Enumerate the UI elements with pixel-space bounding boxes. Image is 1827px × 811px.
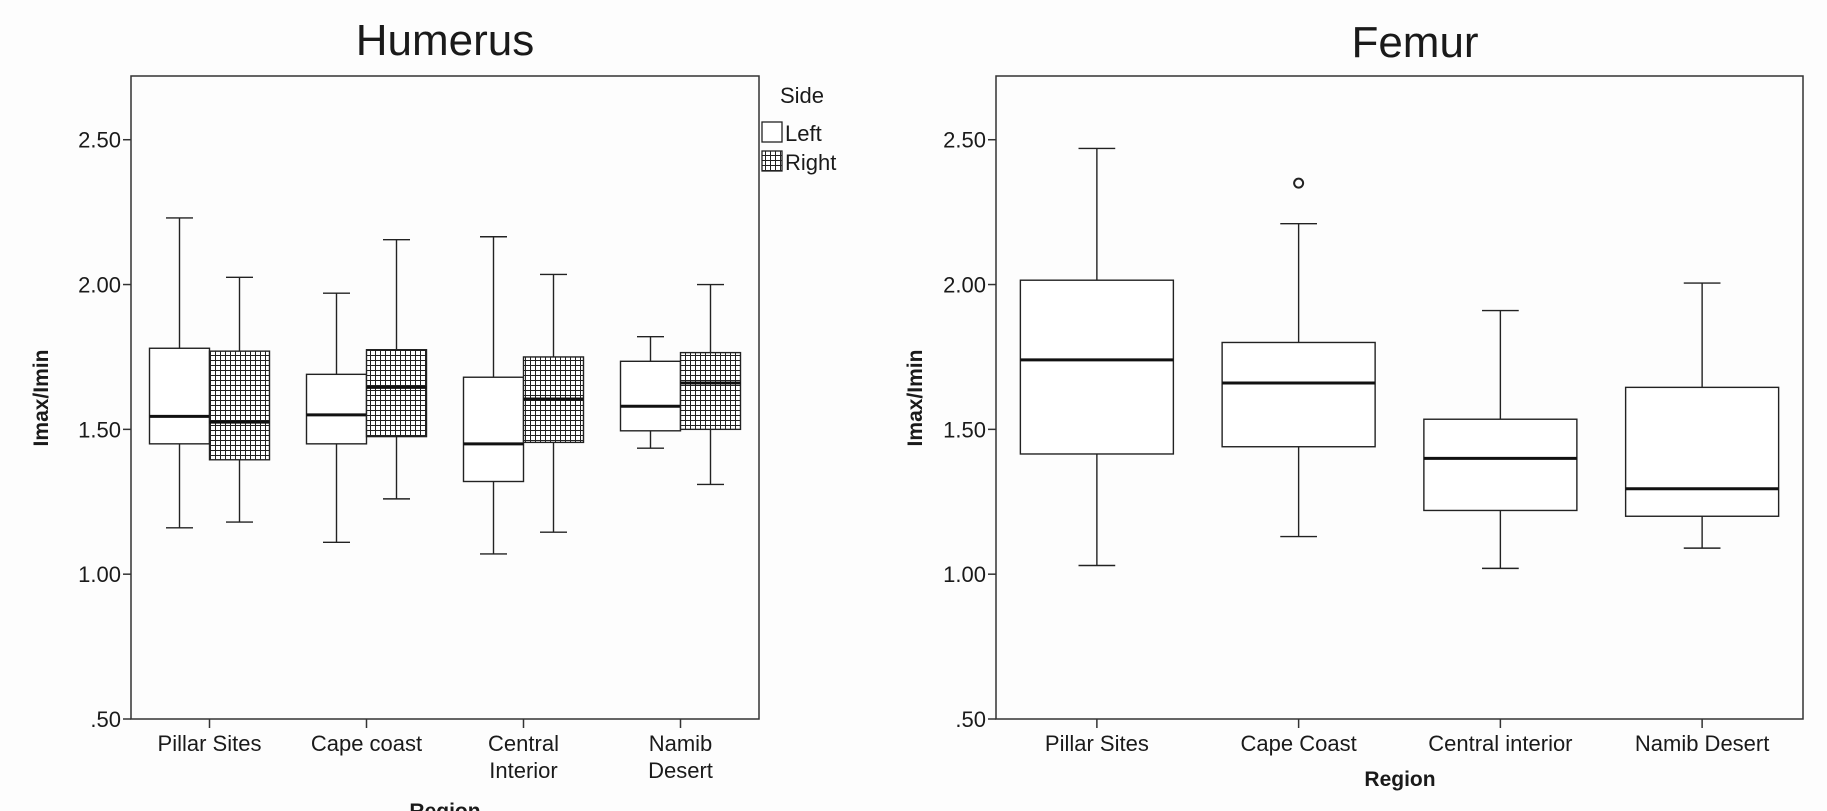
box-series <box>1019 279 1175 455</box>
x-tick-label: Central interior <box>1428 731 1572 756</box>
y-tick-label: 1.00 <box>943 562 986 587</box>
x-tick-label: Pillar Sites <box>1045 731 1149 756</box>
box-series <box>1221 341 1376 448</box>
box-series <box>1624 386 1780 517</box>
x-tick-label: Central <box>488 731 559 756</box>
x-tick-label: Namib <box>649 731 713 756</box>
x-tick-label: Cape Coast <box>1241 731 1357 756</box>
humerus-x-axis-label: Region <box>409 800 480 811</box>
humerus-y-axis-label: Imax/Imin <box>30 350 53 447</box>
x-tick-label: Namib Desert <box>1635 731 1769 756</box>
y-tick-label: 1.00 <box>78 562 121 587</box>
y-tick-label: 1.50 <box>943 417 986 442</box>
femur-title: Femur <box>1351 18 1478 67</box>
box-right <box>679 351 742 431</box>
femur-y-axis-label: Imax/Imin <box>904 350 927 447</box>
y-tick-label: 2.00 <box>78 273 121 298</box>
legend-title: Side <box>780 83 824 108</box>
x-tick-label: Pillar Sites <box>158 731 262 756</box>
legend-label-left: Left <box>785 121 822 146</box>
y-tick-label: .50 <box>90 707 121 732</box>
box-left <box>462 376 525 483</box>
x-tick-label: Interior <box>489 758 557 783</box>
humerus-title: Humerus <box>356 16 535 65</box>
box-left <box>148 347 211 445</box>
y-tick-label: 1.50 <box>78 417 121 442</box>
x-tick-label: Cape coast <box>311 731 422 756</box>
legend-swatch-right <box>761 150 783 172</box>
legend-swatch-left <box>761 121 783 143</box>
y-tick-label: 2.50 <box>943 128 986 153</box>
outlier-point <box>1293 177 1305 189</box>
box-series <box>1423 418 1578 512</box>
legend-label-right: Right <box>785 150 836 175</box>
x-tick-label: Desert <box>648 758 713 783</box>
box-right <box>208 350 271 461</box>
y-tick-label: 2.00 <box>943 273 986 298</box>
box-right <box>365 349 428 438</box>
femur-x-axis-label: Region <box>1364 768 1435 791</box>
y-tick-label: 2.50 <box>78 128 121 153</box>
box-left <box>305 373 368 445</box>
box-left <box>619 360 682 432</box>
y-tick-label: .50 <box>955 707 986 732</box>
